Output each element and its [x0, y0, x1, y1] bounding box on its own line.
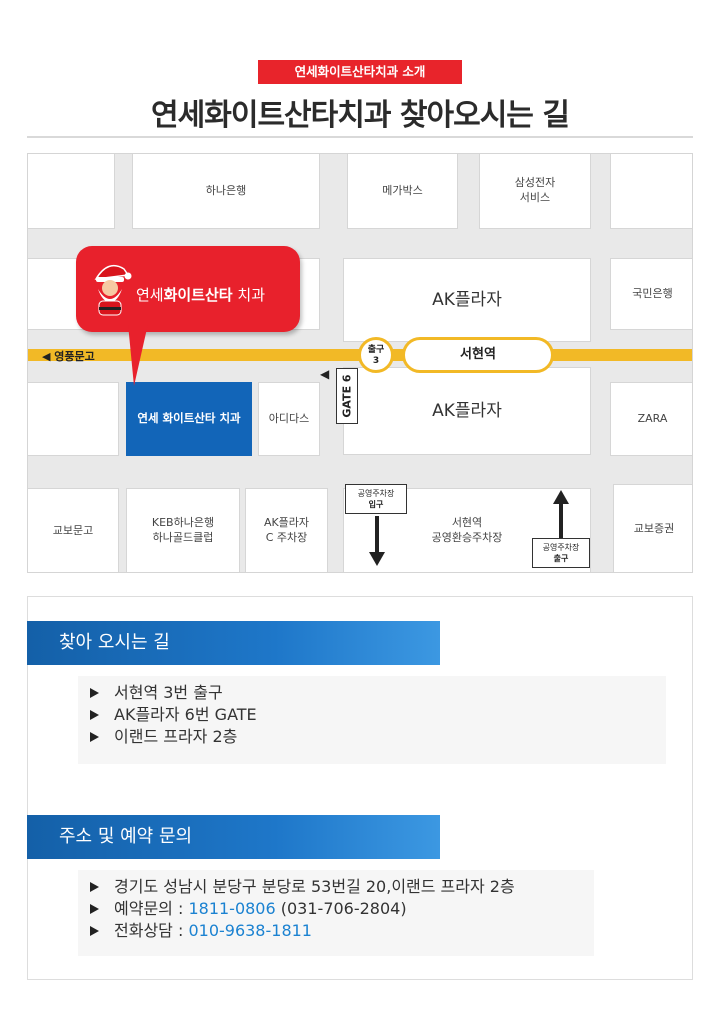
consultation-item: 전화상담 : 010-9638-1811 — [88, 920, 584, 942]
santa-icon — [94, 264, 132, 316]
contact-list: 경기도 성남시 분당구 분당로 53번길 20,이랜드 프라자 2층 예약문의 … — [78, 870, 594, 956]
callout-pointer — [128, 324, 148, 386]
list-item: 이랜드 프라자 2층 — [88, 726, 656, 748]
address-item: 경기도 성남시 분당구 분당로 53번길 20,이랜드 프라자 2층 — [88, 876, 584, 898]
map-block-top-left — [28, 154, 115, 229]
clinic-location-marker[interactable]: 연세 화이트산타 치과 — [126, 382, 252, 456]
map-block-top-right — [610, 154, 692, 229]
map-block-lower-left — [28, 382, 119, 456]
map-block-megabox: 메가박스 — [347, 154, 458, 229]
map-block-kyobo-books: 교보문고 — [28, 488, 119, 572]
map-block-kyobo-securities: 교보증권 — [613, 484, 692, 572]
map-block-zara: ZARA — [610, 382, 692, 456]
map-block-adidas: 아디다스 — [258, 382, 320, 456]
reservation-item: 예약문의 : 1811-0806 (031-706-2804) — [88, 898, 584, 920]
road-label-youngpoong: ◀ 영풍문고 — [42, 350, 95, 363]
contact-heading: 주소 및 예약 문의 — [27, 815, 440, 859]
map-block-kookmin-bank: 국민은행 — [610, 258, 692, 330]
list-item: AK플라자 6번 GATE — [88, 704, 656, 726]
map-block-ak-plaza-south: AK플라자 — [343, 367, 591, 455]
directions-list: 서현역 3번 출구 AK플라자 6번 GATE 이랜드 프라자 2층 — [78, 676, 666, 764]
list-item: 서현역 3번 출구 — [88, 682, 656, 704]
title-divider — [27, 136, 693, 138]
intro-tag: 연세화이트산타치과 소개 — [258, 60, 462, 84]
arrow-down-icon — [369, 516, 385, 566]
arrow-up-icon — [553, 490, 569, 540]
arrow-left-icon: ◀ — [320, 367, 330, 381]
page-title: 연세화이트산타치과 찾아오시는 길 — [151, 98, 570, 133]
map-block-ak-plaza-north: AK플라자 — [343, 258, 591, 342]
gate-6-sign: GATE 6 — [336, 368, 358, 424]
seohyeon-station: 서현역 — [402, 337, 554, 373]
callout-clinic-name: 연세화이트산타 치과 — [136, 286, 266, 304]
directions-heading: 찾아 오시는 길 — [27, 621, 440, 665]
consultation-phone-link[interactable]: 010-9638-1811 — [188, 921, 312, 940]
map-block-hana-bank: 하나은행 — [132, 154, 320, 229]
reservation-phone-link[interactable]: 1811-0806 — [188, 899, 276, 918]
